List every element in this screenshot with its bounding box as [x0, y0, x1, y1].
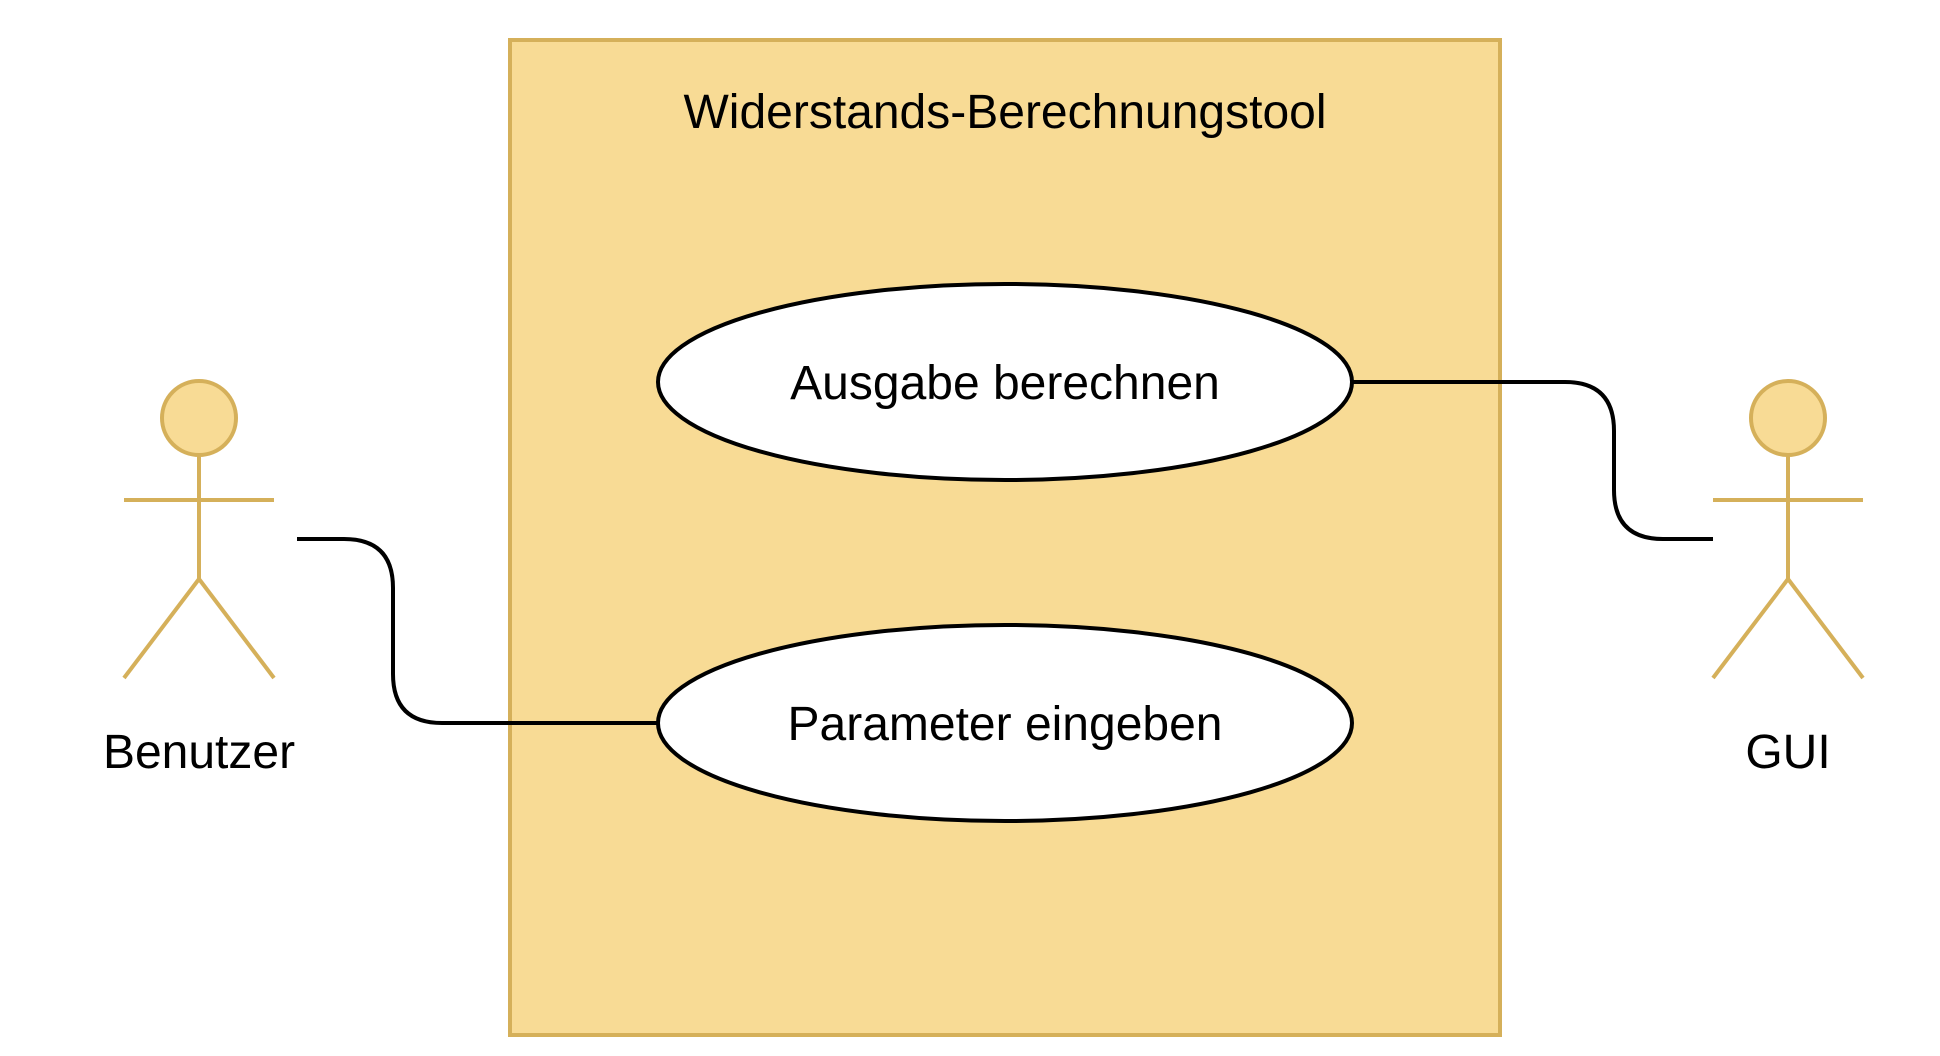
use-case-ellipse [656, 282, 1354, 482]
association-benutzer-parameter[interactable] [297, 537, 659, 725]
use-case-label: Ausgabe berechnen [790, 357, 1220, 410]
use-case-parameter-eingeben[interactable]: Parameter eingeben [656, 623, 1354, 823]
stick-figure-icon [1711, 379, 1865, 680]
actor-label: Benutzer [103, 726, 295, 779]
use-case-label: Parameter eingeben [788, 698, 1223, 751]
system-title: Widerstands-Berechnungstool [683, 86, 1326, 139]
actor-benutzer[interactable]: Benutzer [103, 379, 295, 779]
system-boundary[interactable] [508, 38, 1502, 1037]
use-case-ellipse [656, 623, 1354, 823]
actor-gui[interactable]: GUI [1711, 379, 1865, 779]
use-case-ausgabe-berechnen[interactable]: Ausgabe berechnen [656, 282, 1354, 482]
association-gui-ausgabe[interactable] [1352, 380, 1713, 541]
actor-label: GUI [1745, 726, 1830, 779]
stick-figure-icon [122, 379, 276, 680]
